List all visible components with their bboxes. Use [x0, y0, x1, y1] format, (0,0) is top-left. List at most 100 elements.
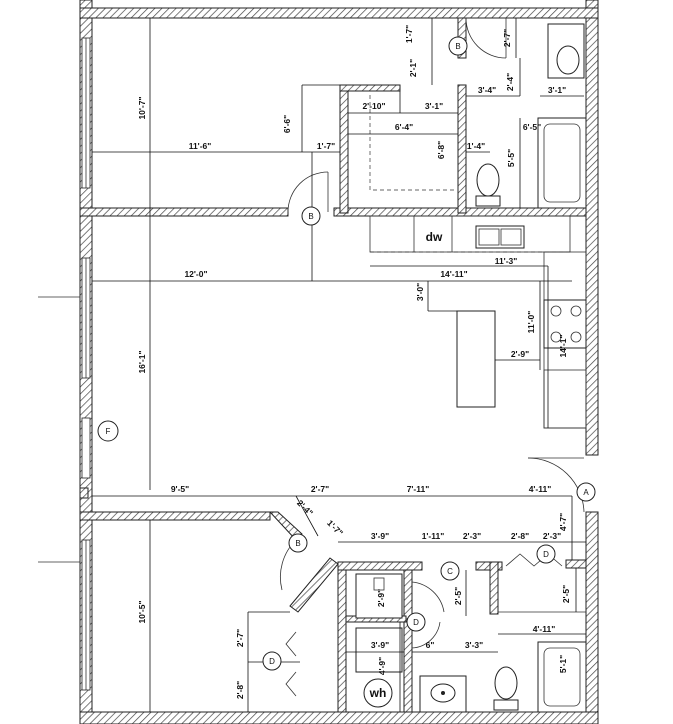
dim-label: 6'-6"	[282, 115, 292, 133]
door-swing-entry	[527, 457, 585, 513]
dim-label: 4'-9"	[377, 657, 387, 675]
wall-closet2-north	[565, 559, 587, 569]
closet1-shelf	[369, 95, 456, 191]
dim-label: 1'-7"	[317, 141, 335, 151]
dim-label: 9'-5"	[171, 484, 189, 494]
bath1-tub	[537, 117, 587, 209]
door-tag-circle	[440, 561, 460, 581]
bifold-closet-bedroom2-b	[285, 671, 297, 697]
wall-laundry-north	[337, 561, 423, 571]
dim-label: 1'-11"	[422, 531, 445, 541]
wall-bedroom1-south	[79, 207, 289, 217]
dim-label: 7'-11"	[407, 484, 430, 494]
dim-label: 2'-9"	[376, 589, 386, 607]
dim-label: 2'-3"	[463, 531, 481, 541]
windows	[81, 37, 91, 691]
dim-label: 4'-7"	[558, 513, 568, 531]
exterior-wall-bottom	[79, 711, 599, 724]
dim-label: 2'-4"	[505, 73, 515, 91]
dim-label: 2'-9"	[511, 349, 529, 359]
dim-label: 5'-5"	[506, 149, 516, 167]
door-tags: B B B C D D D F A	[97, 36, 596, 671]
dim-label: 3'-1"	[548, 85, 566, 95]
window-living-2	[81, 417, 91, 479]
dim-label: 14'-1"	[558, 334, 568, 357]
dim-label: 3'-1"	[425, 101, 443, 111]
dim-label: 4'-11"	[533, 624, 556, 634]
wall-laundry-west	[337, 561, 347, 713]
wall-bedroom2-north	[79, 511, 271, 521]
kitchen-sink	[475, 225, 525, 249]
dim-label: 6'-8"	[436, 141, 446, 159]
bath2-tub	[537, 641, 587, 713]
dim-label: 5'-1"	[558, 655, 568, 673]
dimension-lines	[92, 18, 586, 712]
dim-label: 1'-7"	[404, 25, 414, 43]
dim-label: 3'-4"	[478, 85, 496, 95]
bifold-closet-bedroom2-a	[285, 631, 297, 657]
exterior-wall-right-lower	[585, 511, 599, 724]
fixtures	[355, 23, 587, 713]
dim-label: 2'-1"	[408, 59, 418, 77]
water-heater-label: wh	[369, 686, 387, 700]
dim-label: 3'-9"	[371, 640, 389, 650]
wall-bath2-closet	[489, 561, 499, 615]
dim-label: 2'-5"	[453, 587, 463, 605]
door-tag-c: C	[447, 567, 453, 576]
door-swing-bedroom1	[287, 171, 329, 213]
kitchen-fridge	[543, 369, 587, 429]
dim-label: 2'-7"	[502, 29, 512, 47]
exterior-wall-right-upper	[585, 0, 599, 456]
dim-label: 11'-0"	[526, 311, 536, 334]
door-tag-circle	[288, 533, 308, 553]
door-tag-circle	[262, 651, 282, 671]
bath1-toilet-bowl	[476, 163, 500, 197]
dim-label: 14'-11"	[440, 269, 467, 279]
dim-label: 4'-11"	[529, 484, 552, 494]
walls	[79, 0, 599, 724]
dim-label: 10'-7"	[137, 96, 147, 119]
bath1-sink-bowl	[556, 45, 580, 75]
dim-label: 1'-7"	[325, 518, 345, 538]
dishwasher-label: dw	[426, 230, 443, 244]
door-tag-f: F	[106, 427, 111, 436]
wall-bath1-west	[457, 84, 467, 214]
dim-label: 11'-6"	[189, 141, 212, 151]
door-tag-b-mid: B	[308, 212, 313, 221]
exterior-wall-top	[79, 7, 599, 19]
dim-label: 2'-7"	[311, 484, 329, 494]
dim-label: 2'-8"	[511, 531, 529, 541]
door-tag-a: A	[583, 488, 589, 497]
wall-living-south-stub	[79, 487, 89, 499]
wall-closet-north	[339, 84, 401, 92]
kitchen-island	[456, 310, 496, 408]
wall-bath2-north	[475, 561, 503, 571]
door-swing-bath2	[411, 621, 441, 649]
water-heater	[363, 678, 393, 708]
dim-label: 2'-8"	[235, 681, 245, 699]
door-tag-circle	[448, 36, 468, 56]
dim-label: 12'-0"	[184, 269, 207, 279]
kitchen-counter-upper	[369, 215, 571, 253]
dim-label: 2'-7"	[235, 629, 245, 647]
dim-label: 16'-1"	[137, 350, 147, 373]
dim-label: 3'-3"	[465, 640, 483, 650]
dim-label: 3'-9"	[371, 531, 389, 541]
dim-label: 10'-5"	[137, 600, 147, 623]
bath2-toilet-tank	[493, 699, 519, 711]
door-tag-d-center: D	[413, 618, 419, 627]
wall-laundry-east	[403, 569, 413, 713]
bath1-toilet-tank	[475, 195, 501, 207]
door-tag-circle	[97, 420, 119, 442]
dim-label: 2'-5"	[561, 585, 571, 603]
dim-label: 3'-0"	[415, 283, 425, 301]
door-tag-d-left: D	[269, 657, 275, 666]
dim-label: 2'-10"	[362, 101, 385, 111]
door-swing-laundry	[411, 581, 445, 613]
dim-label: 1'-4"	[467, 141, 485, 151]
doors	[280, 17, 585, 697]
wall-closet-angle	[289, 557, 339, 613]
wall-closet-west	[339, 84, 349, 214]
wall-bedroom2-angle	[268, 511, 303, 541]
